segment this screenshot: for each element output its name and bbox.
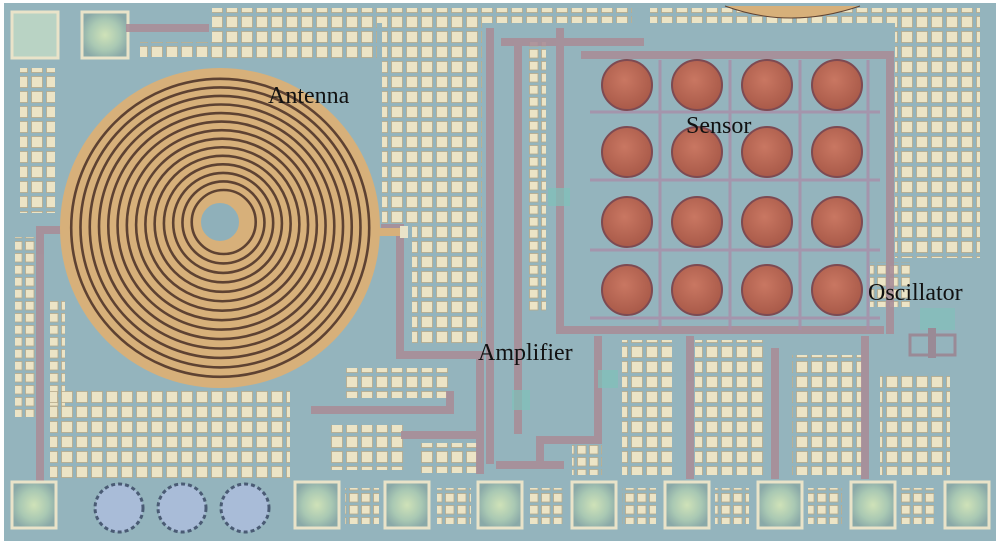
sensor-electrode [601,126,653,178]
sensor-electrode [811,126,863,178]
sensor-electrode [741,264,793,316]
bond-pad [663,480,711,530]
sensor-electrode [671,126,723,178]
bond-pad [476,480,524,530]
bond-pad [943,480,991,530]
bond-pad [383,480,431,530]
fill-tile-regions [15,8,980,478]
sensor-electrode [671,59,723,111]
sensor-electrode [741,126,793,178]
sensor-electrode [811,264,863,316]
bond-pad-row [10,480,991,530]
sensor-electrode [671,264,723,316]
antenna-spiral [60,68,408,388]
oscillator-label: Oscillator [868,280,963,306]
sensor-electrode [601,59,653,111]
sensor-electrode [671,196,723,248]
bond-pad [10,480,58,530]
via-rings [93,482,271,534]
sensor-electrode [811,196,863,248]
sensor-electrode [741,59,793,111]
sensor-electrode [811,59,863,111]
amplifier-label: Amplifier [478,340,573,366]
sensor-electrode [601,196,653,248]
sensor-label: Sensor [686,113,751,139]
sensor-electrode [601,264,653,316]
antenna-label: Antenna [268,83,350,109]
corner-pad [80,10,130,60]
sensor-electrode [741,196,793,248]
sensor-grid [590,60,880,330]
bond-pad [849,480,897,530]
bond-pad [756,480,804,530]
oscillator-circuit [908,308,957,358]
corner-pad [10,10,60,60]
bond-pad [570,480,618,530]
bond-pad [293,480,341,530]
metal-traces [36,24,894,484]
sensor-array [601,59,863,316]
